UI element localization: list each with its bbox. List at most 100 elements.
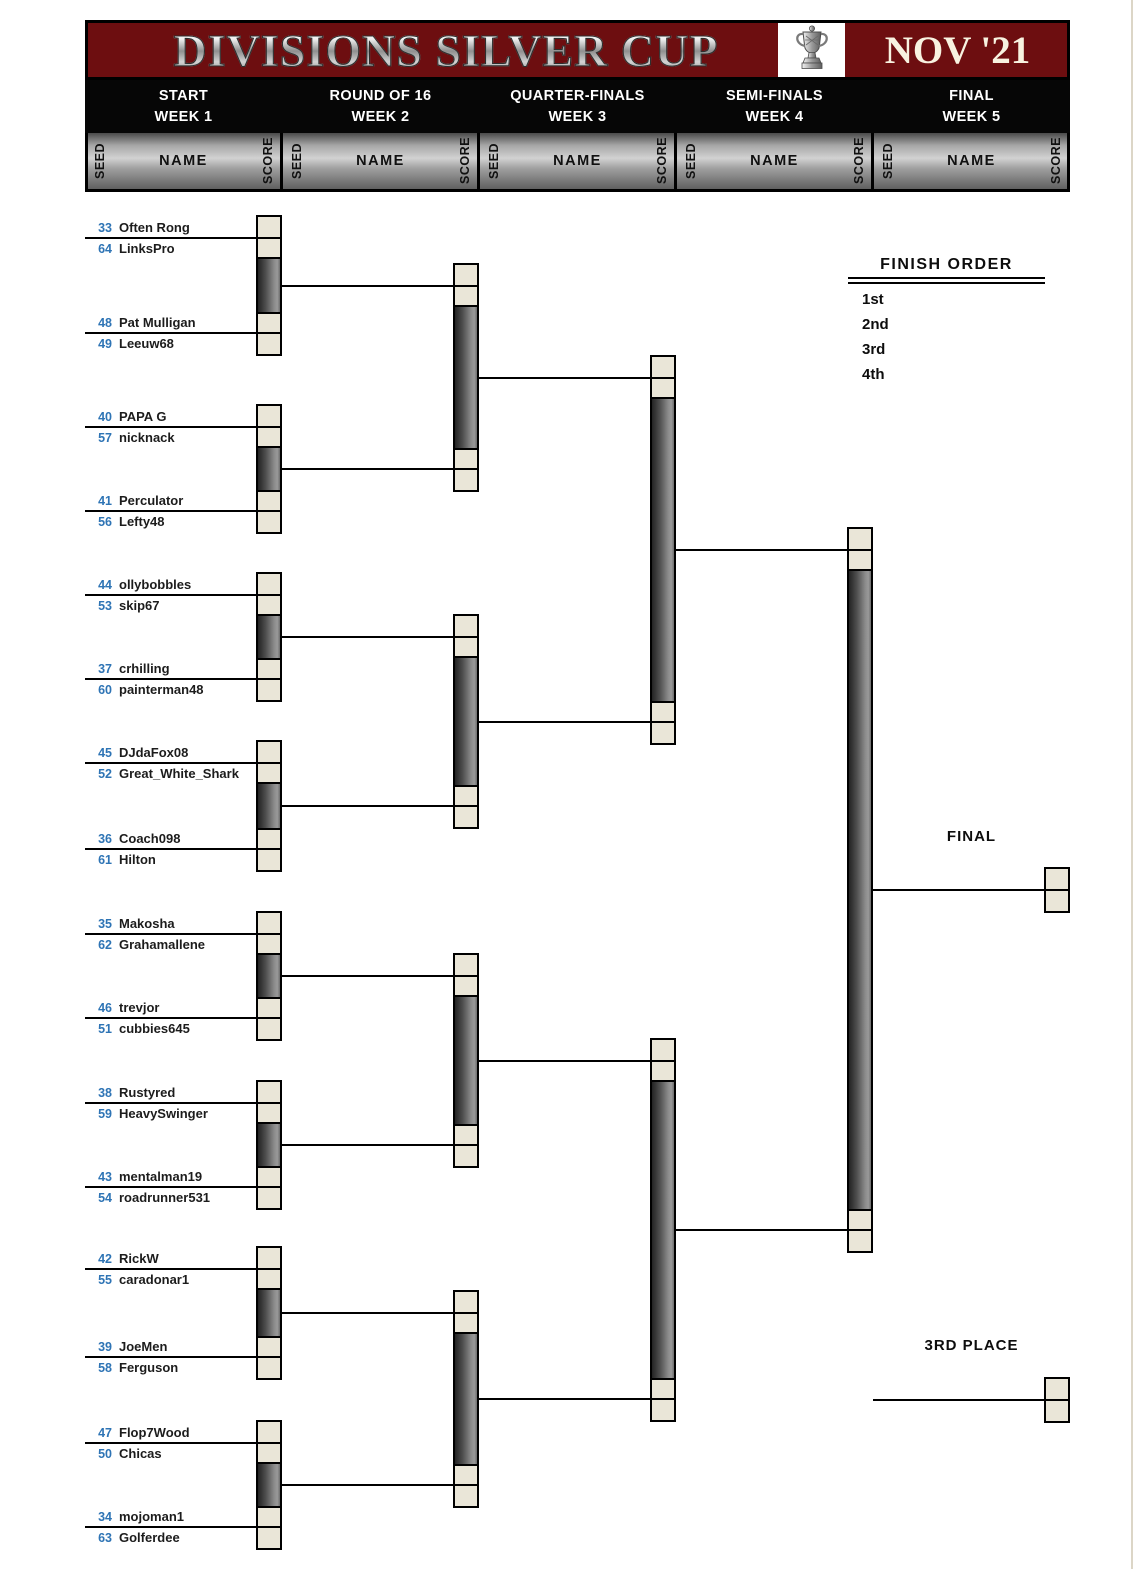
- score-cell[interactable]: [258, 1018, 280, 1039]
- connector-line: [282, 1312, 453, 1314]
- score-cell[interactable]: [849, 1230, 871, 1251]
- score-cell[interactable]: [258, 1082, 280, 1103]
- score-cell[interactable]: [455, 1485, 477, 1506]
- score-cell[interactable]: [258, 679, 280, 700]
- score-cell[interactable]: [258, 333, 280, 354]
- score-cell[interactable]: [455, 955, 477, 976]
- score-cell-divider: [258, 510, 280, 512]
- seed-number: 36: [98, 831, 112, 846]
- score-cell[interactable]: [652, 1061, 674, 1082]
- name-column-header: NAME: [159, 153, 208, 169]
- score-cell[interactable]: [258, 1248, 280, 1269]
- score-cell[interactable]: [849, 529, 871, 550]
- score-cell[interactable]: [258, 427, 280, 448]
- player-name: Chicas: [119, 1446, 162, 1461]
- score-cell-divider: [652, 1060, 674, 1062]
- score-cell[interactable]: [258, 934, 280, 955]
- score-cell[interactable]: [258, 1357, 280, 1378]
- score-cell[interactable]: [258, 849, 280, 870]
- winner-connector-bar: [455, 305, 477, 450]
- score-box: [256, 1420, 282, 1550]
- score-cell[interactable]: [455, 1313, 477, 1334]
- score-cell[interactable]: [258, 1166, 280, 1187]
- score-cell[interactable]: [455, 976, 477, 997]
- connector-line: [282, 975, 453, 977]
- score-cell[interactable]: [258, 763, 280, 784]
- score-column-header: SCORE: [458, 137, 472, 185]
- score-cell[interactable]: [258, 1187, 280, 1208]
- finish-order-place: 2nd: [862, 316, 889, 333]
- score-cell[interactable]: [455, 637, 477, 658]
- connector-line: [282, 285, 453, 287]
- player-name: Makosha: [119, 916, 175, 931]
- score-cell[interactable]: [258, 742, 280, 763]
- score-cell[interactable]: [455, 616, 477, 637]
- score-box: [256, 740, 282, 872]
- score-cell[interactable]: [455, 785, 477, 806]
- score-cell[interactable]: [455, 1464, 477, 1485]
- connector-line: [479, 1060, 650, 1062]
- score-cell[interactable]: [258, 217, 280, 238]
- score-cell[interactable]: [652, 1040, 674, 1061]
- score-cell[interactable]: [455, 265, 477, 286]
- score-cell[interactable]: [258, 1269, 280, 1290]
- score-cell[interactable]: [455, 1292, 477, 1313]
- connector-line: [282, 468, 453, 470]
- score-cell-divider: [258, 1186, 280, 1188]
- score-cell[interactable]: [455, 806, 477, 827]
- score-cell[interactable]: [258, 595, 280, 616]
- score-cell[interactable]: [849, 550, 871, 571]
- score-cell[interactable]: [455, 1145, 477, 1166]
- score-cell[interactable]: [1046, 890, 1068, 911]
- winner-connector-bar: [652, 397, 674, 703]
- score-cell[interactable]: [258, 1103, 280, 1124]
- score-cell[interactable]: [258, 574, 280, 595]
- score-cell[interactable]: [258, 1422, 280, 1443]
- column-divider: [674, 133, 677, 189]
- player-name: Often Rong: [119, 220, 190, 235]
- score-cell[interactable]: [258, 913, 280, 934]
- score-cell[interactable]: [455, 286, 477, 307]
- seed-number: 47: [98, 1425, 112, 1440]
- score-cell[interactable]: [258, 997, 280, 1018]
- score-cell[interactable]: [258, 658, 280, 679]
- score-cell[interactable]: [652, 378, 674, 399]
- score-cell[interactable]: [258, 1443, 280, 1464]
- score-cell-divider: [455, 805, 477, 807]
- score-cell[interactable]: [258, 238, 280, 259]
- column-divider: [280, 133, 283, 189]
- seed-number: 56: [98, 514, 112, 529]
- score-cell[interactable]: [652, 722, 674, 743]
- score-cell[interactable]: [455, 1124, 477, 1145]
- score-box: [256, 404, 282, 534]
- score-cell[interactable]: [258, 511, 280, 532]
- name-column-header: NAME: [947, 153, 996, 169]
- score-cell[interactable]: [258, 312, 280, 333]
- score-cell[interactable]: [652, 357, 674, 378]
- seed-number: 64: [98, 241, 112, 256]
- score-cell[interactable]: [258, 490, 280, 511]
- score-cell[interactable]: [455, 448, 477, 469]
- connector-line: [676, 1229, 847, 1231]
- score-cell[interactable]: [258, 1506, 280, 1527]
- score-cell[interactable]: [849, 1209, 871, 1230]
- score-cell[interactable]: [258, 1527, 280, 1548]
- score-cell[interactable]: [258, 406, 280, 427]
- score-cell[interactable]: [258, 828, 280, 849]
- score-cell[interactable]: [1046, 1400, 1068, 1421]
- score-cell[interactable]: [652, 701, 674, 722]
- score-cell[interactable]: [652, 1399, 674, 1420]
- seed-number: 44: [98, 577, 112, 592]
- score-cell[interactable]: [1046, 1379, 1068, 1400]
- seed-number: 40: [98, 409, 112, 424]
- score-cell[interactable]: [1046, 869, 1068, 890]
- score-box: [256, 215, 282, 356]
- score-cell[interactable]: [455, 469, 477, 490]
- connector-line: [282, 805, 453, 807]
- score-cell[interactable]: [258, 1336, 280, 1357]
- score-cell[interactable]: [652, 1378, 674, 1399]
- seed-number: 51: [98, 1021, 112, 1036]
